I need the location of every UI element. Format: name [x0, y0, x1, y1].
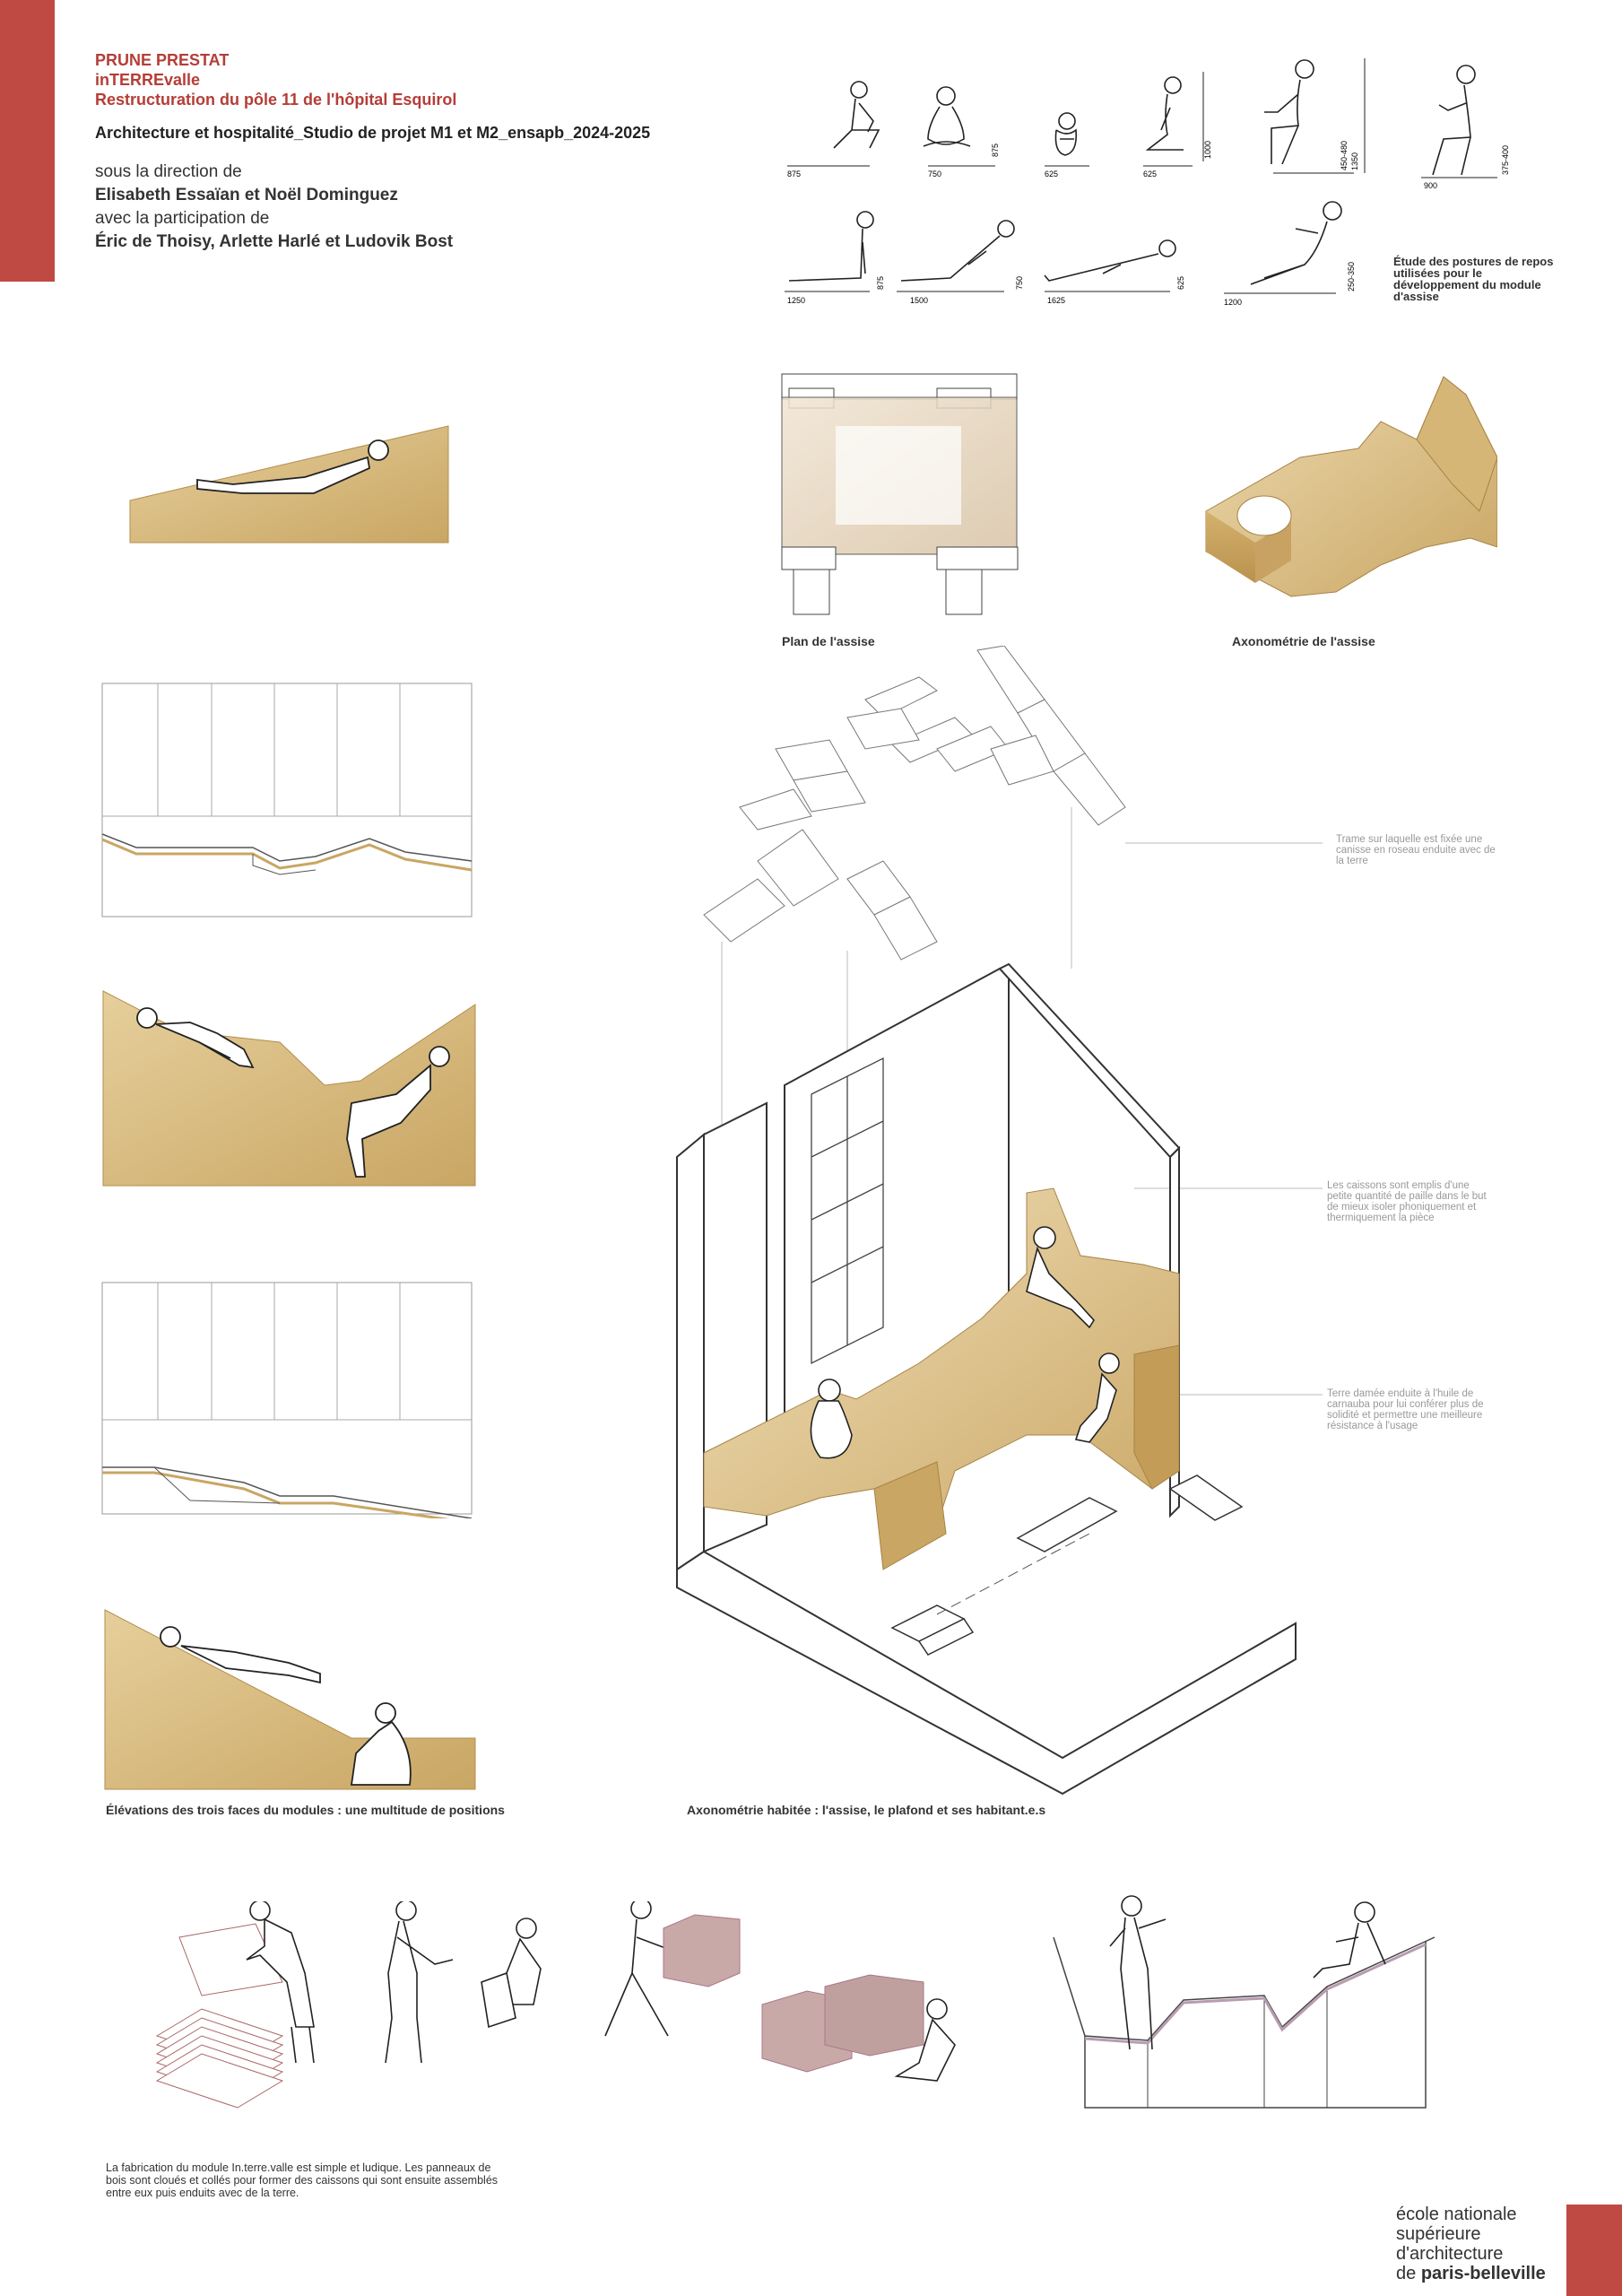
posture-1-width: 875: [787, 170, 801, 178]
elevations-caption: Élévations des trois faces du modules : …: [106, 1803, 505, 1817]
posture-chair-reading: [1264, 59, 1314, 165]
posture-10-width: 1200: [1224, 298, 1242, 307]
elevation-face-2: [102, 990, 476, 1187]
posture-7-height: 875: [876, 276, 885, 290]
figure-hugging-knees: [350, 1702, 412, 1786]
floor-frames: [890, 1474, 1244, 1656]
elevation-face-3-frame: [101, 1282, 473, 1518]
window: [811, 1057, 884, 1365]
note-trame: Trame sur laquelle est fixée une canisse…: [1336, 834, 1496, 866]
postures-caption: Étude des postures de repos utilisées po…: [1393, 255, 1554, 303]
figure-sitting: [346, 1046, 450, 1178]
seat-plan: [781, 373, 1019, 615]
carried-box: [663, 1914, 741, 1987]
worker-plastering-left: [1109, 1895, 1167, 2050]
posture-8-height: 750: [1015, 276, 1024, 290]
note-caissons: Les caissons sont emplis d'une petite qu…: [1327, 1180, 1487, 1223]
posture-kneeling: [1145, 76, 1184, 151]
school-brand-square: [1566, 2205, 1622, 2296]
worker-assembling: [894, 1998, 956, 2082]
header-block: PRUNE PRESTAT inTERREvalle Restructurati…: [95, 50, 723, 254]
figure-on-slope: [1026, 1226, 1095, 1329]
school-line-1: école nationale: [1396, 2205, 1517, 2224]
posture-10-height: 250-350: [1347, 262, 1356, 291]
posture-3-width: 625: [1045, 170, 1058, 178]
elevation-face-4: [104, 1609, 476, 1790]
worker-kneeling-box: [481, 1918, 542, 2029]
school-line-2: supérieure: [1396, 2224, 1481, 2244]
author-name: PRUNE PRESTAT: [95, 51, 230, 69]
fabrication-caption: La fabrication du module In.terre.valle …: [106, 2161, 499, 2199]
fabrication-sequence: [155, 1901, 956, 2109]
assembled-boxes: [761, 1974, 924, 2073]
posture-4-width: 625: [1143, 170, 1157, 178]
school-line-4-name: paris-belleville: [1420, 2264, 1546, 2283]
seat-axonometry: [1205, 376, 1497, 597]
posture-7-width: 1250: [787, 296, 805, 305]
ceiling-grid: [703, 646, 1126, 961]
posture-5-height-a: 450-480: [1340, 141, 1349, 170]
posture-crouched: [1054, 112, 1078, 156]
plastering-section: [1053, 1895, 1436, 2109]
school-logo-text: école nationale supérieure d'architectur…: [1396, 2205, 1546, 2283]
posture-deck-chair: [1250, 201, 1342, 285]
figure-crouched-center: [810, 1378, 853, 1459]
posture-4-height: 1000: [1203, 141, 1212, 159]
project-subtitle: Restructuration du pôle 11 de l'hôpital …: [95, 91, 457, 109]
school-line-4-prefix: de: [1396, 2264, 1421, 2283]
brand-bar: [0, 0, 55, 282]
worker-measuring: [246, 1901, 315, 2064]
posture-8-width: 1500: [910, 296, 928, 305]
plan-caption: Plan de l'assise: [782, 634, 875, 648]
figure-reading-right: [1074, 1352, 1120, 1443]
elevation-face-1-frame: [101, 683, 473, 918]
school-line-3: d'architecture: [1396, 2244, 1504, 2264]
posture-stool-reading: [1432, 65, 1476, 176]
note-terre: Terre damée enduite à l'huile de carnaub…: [1327, 1388, 1484, 1431]
posture-9-width: 1625: [1047, 296, 1065, 305]
lying-figure: [196, 439, 389, 494]
project-title: inTERREvalle: [95, 71, 201, 89]
posture-2-width: 750: [928, 170, 941, 178]
posture-9-height: 625: [1176, 276, 1185, 290]
participants: Éric de Thoisy, Arlette Harlé et Ludovik…: [95, 232, 454, 251]
figure-reclining: [136, 1007, 255, 1069]
figure-lying-slope: [160, 1626, 321, 1684]
posture-cross-legged: [923, 86, 971, 147]
posture-reclined: [900, 220, 1015, 282]
axo-caption: Axonométrie de l'assise: [1232, 634, 1375, 648]
direction-label: sous la direction de: [95, 162, 242, 181]
posture-6-height: 375-400: [1501, 145, 1510, 175]
panel-stack: [155, 1923, 284, 2109]
inhabited-axonometry: [676, 646, 1323, 1796]
directors: Elisabeth Essaïan et Noël Dominguez: [95, 186, 398, 204]
posture-6-width: 900: [1424, 181, 1437, 190]
axo-habitee-caption: Axonométrie habitée : l'assise, le plafo…: [687, 1803, 1046, 1817]
worker-hammering: [385, 1901, 454, 2064]
posture-lying: [1044, 239, 1176, 282]
posture-sitting-knees: [833, 81, 880, 149]
worker-carrying-box: [604, 1901, 673, 2037]
posture-2-height: 875: [991, 144, 1000, 157]
school-line-4: de paris-belleville: [1396, 2264, 1546, 2283]
worker-plastering-right: [1313, 1901, 1386, 1979]
elevation-top: [129, 425, 449, 544]
posture-5-height-b: 1350: [1350, 152, 1359, 170]
studio-line: Architecture et hospitalité_Studio de pr…: [95, 124, 651, 142]
postures-study: 875 750 875 625 625 1000 450-480 1350 90…: [785, 58, 1510, 307]
posture-long-sit: [788, 211, 874, 282]
participation-label: avec la participation de: [95, 209, 270, 228]
